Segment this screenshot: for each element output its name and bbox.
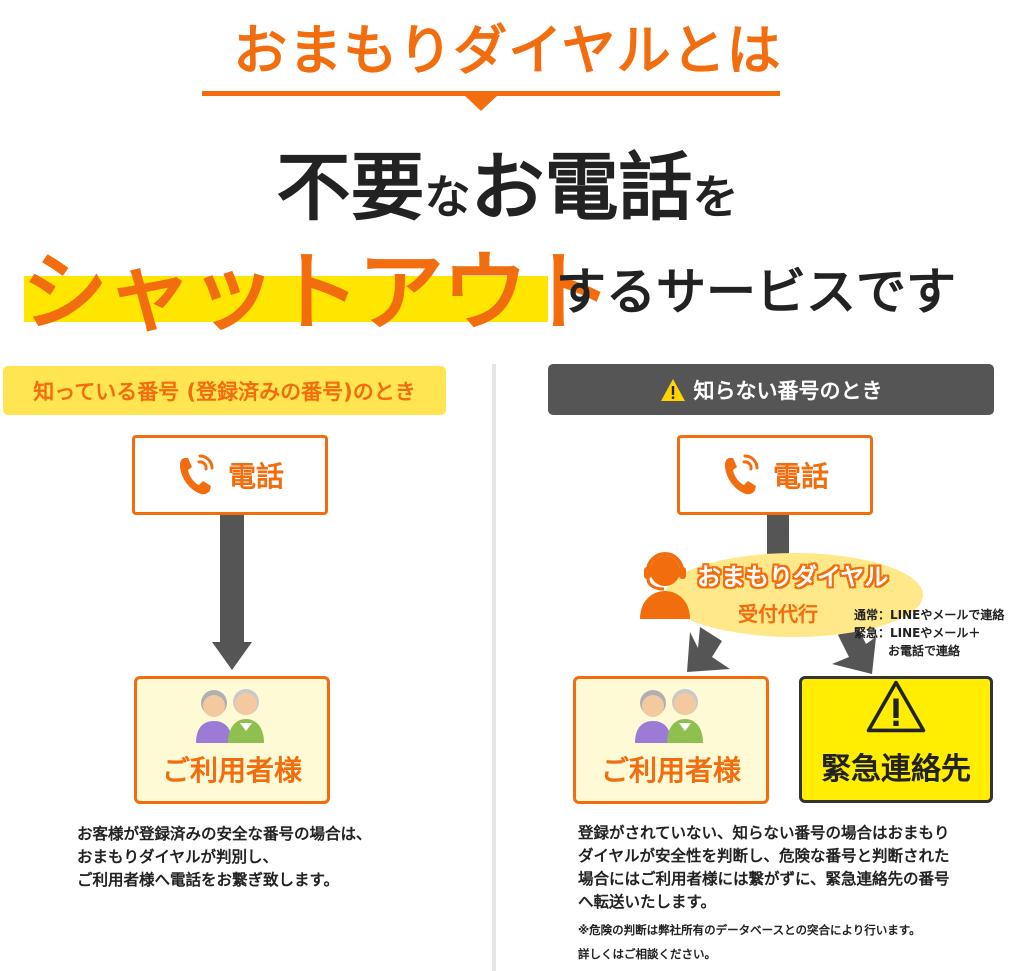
page-title: おまもりダイヤルとは [233,19,782,82]
contact-note-line: お電話で連絡 [888,644,961,658]
known-description-line: お客様が登録済みの安全な番号の場合は、 [77,825,372,843]
headline-word-unneeded: 不要 [276,145,425,231]
phone-icon [179,454,214,495]
warning-icon [660,378,685,401]
emergency-label: 緊急連絡先 [821,752,971,787]
headline-line-1: 不要なお電話を [0,128,1015,235]
footnote-line: ※危険の判断は弊社所有のデータベースとの突合により行います。 [578,923,921,937]
headline-service-text: するサービスです [556,263,956,321]
user-label: ご利用者様 [161,754,302,787]
phone-label: 電話 [227,460,284,493]
known-description-line: おまもりダイヤルが判別し、 [77,848,279,866]
phone-label: 電話 [772,460,829,493]
known-number-label: 知っている番号 (登録済みの番号)のとき [3,366,446,415]
emergency-contact-box: 緊急連絡先 [799,676,993,803]
elderly-couple-icon [635,689,703,743]
headline-particle-na: な [424,170,471,224]
warning-icon [866,680,926,733]
contact-note-line: 通常：LINEやメールで連絡 [854,608,1005,622]
headline-particle-wo: を [692,170,739,224]
title-underline [202,91,780,96]
unknown-number-label: 知らない番号のとき [548,364,994,415]
known-phone-box: 電話 [132,435,328,515]
footnote-line: 詳しくはご相談ください。 [578,947,716,961]
phone-icon [724,454,759,495]
headline-highlight-bar [24,276,548,322]
omamori-service-sub: 受付代行 [738,602,818,626]
known-arrow [212,514,252,670]
headline-word-call: お電話 [470,145,693,231]
unknown-user-box: ご利用者様 [573,676,769,804]
unknown-arrow-to-user [687,627,730,672]
contact-note-line: 緊急：LINEやメール＋ [854,626,981,640]
unknown-description-line: 登録がされていない、知らない番号の場合はおまもり [578,824,950,842]
user-label: ご利用者様 [600,754,741,787]
unknown-description: 登録がされていない、知らない番号の場合はおまもり ダイヤルが安全性を判断し、危険… [578,822,950,914]
elderly-couple-icon [196,689,264,743]
title-pointer [464,95,498,111]
unknown-arrow-top [767,514,789,554]
contact-note: 通常：LINEやメールで連絡 緊急：LINEやメール＋ お電話で連絡 [854,606,1004,660]
unknown-description-line: へ転送いたします。 [578,893,716,911]
unknown-arrow-to-emergency [832,624,876,674]
operator-icon [640,552,690,619]
column-divider [492,364,496,971]
unknown-number-label-text: 知らない番号のとき [693,378,883,403]
footnote: ※危険の判断は弊社所有のデータベースとの突合により行います。 詳しくはご相談くだ… [578,918,921,966]
known-user-box: ご利用者様 [134,676,330,804]
unknown-description-line: 場合にはご利用者様には繋がずに、緊急連絡先の番号 [578,870,950,888]
known-description-line: ご利用者様へ電話をお繋ぎ致します。 [77,871,339,889]
known-description: お客様が登録済みの安全な番号の場合は、 おまもりダイヤルが判別し、 ご利用者様へ… [77,823,372,892]
omamori-service-name: おまもりダイヤル [697,563,889,591]
headline-shutout: シャットアウト [22,243,612,343]
unknown-description-line: ダイヤルが安全性を判断し、危険な番号と判断された [578,847,950,865]
omamori-service-bubble [665,553,923,637]
unknown-phone-box: 電話 [677,435,873,515]
